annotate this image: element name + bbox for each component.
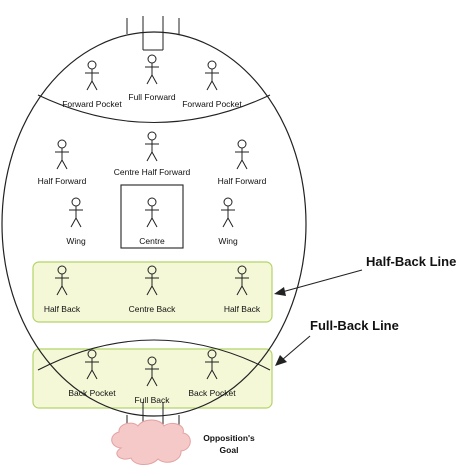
opposition-goal-cloud <box>111 419 191 465</box>
wing-right-label: Wing <box>218 236 238 246</box>
wing-right-figure <box>220 197 236 228</box>
centre-figure <box>144 197 160 228</box>
forward-pocket-right-label: Forward Pocket <box>182 99 242 109</box>
half-forward-left-label: Half Forward <box>38 176 87 186</box>
back-pocket-right-label: Back Pocket <box>188 388 236 398</box>
back-pocket-left-label: Back Pocket <box>68 388 116 398</box>
centre-half-forward-figure <box>144 131 160 162</box>
forward-pocket-left-figure <box>84 60 100 91</box>
wing-left-label: Wing <box>66 236 86 246</box>
top-goal-posts <box>126 16 180 51</box>
half-back-line-highlight <box>32 261 273 323</box>
goal-label-line2: Goal <box>220 445 239 455</box>
half-back-left-label: Half Back <box>44 304 81 314</box>
centre-half-forward-label: Centre Half Forward <box>114 167 191 177</box>
goal-label-line1: Opposition's <box>203 433 255 443</box>
forward-pocket-left-label: Forward Pocket <box>62 99 122 109</box>
centre-square <box>120 184 184 249</box>
full-forward-figure <box>144 54 160 85</box>
full-forward-label: Full Forward <box>128 92 176 102</box>
field-oval <box>1 31 307 417</box>
half-forward-right-label: Half Forward <box>218 176 267 186</box>
wing-left-figure <box>68 197 84 228</box>
half-back-line-arrow <box>274 269 363 296</box>
half-back-right-label: Half Back <box>224 304 261 314</box>
forward-pocket-right-figure <box>204 60 220 91</box>
centre-label: Centre <box>139 236 165 246</box>
full-back-line-callout: Full-Back Line <box>310 318 399 333</box>
full-back-line-arrow <box>275 335 311 366</box>
back-50-arc <box>37 339 271 371</box>
forward-50-arc <box>37 94 271 124</box>
half-back-line-callout: Half-Back Line <box>366 254 456 269</box>
centre-back-label: Centre Back <box>129 304 177 314</box>
half-forward-right-figure <box>234 139 250 170</box>
full-back-label: Full Back <box>135 395 171 405</box>
half-forward-left-figure <box>54 139 70 170</box>
